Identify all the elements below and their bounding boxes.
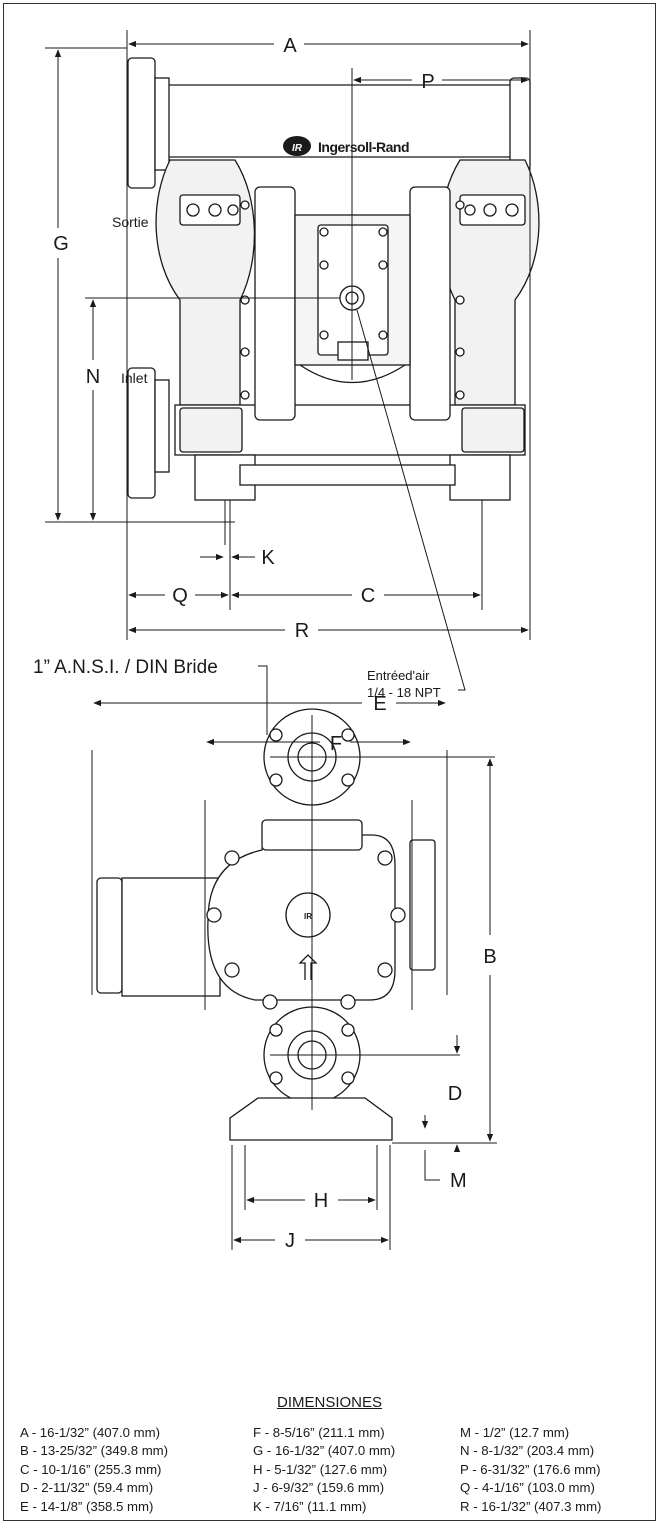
dim-label-a: A <box>283 35 297 57</box>
outlet-label: Sortie <box>112 214 149 230</box>
svg-text:IR: IR <box>304 912 312 921</box>
drawing-frame <box>3 3 656 1521</box>
annotation-notes: Sortie Inlet Entréed'air 1/4 - 18 NPT 1”… <box>33 214 441 700</box>
dim-label-n: N <box>86 366 100 388</box>
brand-logo: IR Ingersoll-Rand <box>283 136 410 156</box>
dimension-row: N - 8-1/32” (203.4 mm) <box>460 1443 595 1459</box>
dimension-row: P - 6-31/32” (176.6 mm) <box>460 1461 601 1477</box>
dimension-row: M - 1/2” (12.7 mm) <box>460 1425 570 1440</box>
air-inlet-label-line2: 1/4 - 18 NPT <box>367 685 441 700</box>
dimension-row: D - 2-11/32” (59.4 mm) <box>20 1480 154 1496</box>
air-inlet-label-line1: Entréed'air <box>367 668 430 683</box>
dim-label-g: G <box>53 233 69 255</box>
dimension-row: G - 16-1/32” (407.0 mm) <box>253 1443 396 1459</box>
dim-label-f: F <box>330 733 342 755</box>
dim-label-h: H <box>314 1190 328 1212</box>
dim-label-j: J <box>285 1230 295 1252</box>
dimensions-title: DIMENSIONES <box>276 1394 382 1411</box>
dimension-row: E - 14-1/8” (358.5 mm) <box>20 1498 154 1514</box>
dim-label-c: C <box>361 585 375 607</box>
dimension-row: Q - 4-1/16” (103.0 mm) <box>460 1480 595 1496</box>
inlet-label: Inlet <box>121 370 148 386</box>
pump-side-view: IR <box>96 708 436 1141</box>
dim-label-d: D <box>448 1083 462 1105</box>
dimensions-column-1: A - 16-1/32” (407.0 mm) B - 13-25/32” (3… <box>20 1424 168 1516</box>
dimensions-column-2: F - 8-5/16” (211.1 mm) G - 16-1/32” (407… <box>253 1424 395 1516</box>
dimension-row: R - 16-1/32” (407.3 mm) <box>460 1498 602 1514</box>
dim-label-m: M <box>450 1170 467 1192</box>
dimension-letters: A P G N K Q C R E F B D M H J <box>53 35 496 1252</box>
dim-label-r: R <box>295 620 309 642</box>
dimension-row: B - 13-25/32” (349.8 mm) <box>20 1443 169 1459</box>
flange-label: 1” A.N.S.I. / DIN Bride <box>33 657 218 678</box>
dimension-row: F - 8-5/16” (211.1 mm) <box>253 1425 385 1440</box>
dimension-row: J - 6-9/32” (159.6 mm) <box>253 1480 385 1496</box>
svg-text:IR: IR <box>292 143 303 154</box>
front-view-dimension-lines <box>45 30 531 691</box>
dim-label-q: Q <box>172 585 188 607</box>
dimensions-column-3: M - 1/2” (12.7 mm) N - 8-1/32” (203.4 mm… <box>460 1424 601 1516</box>
brand-logo-text: Ingersoll-Rand <box>318 139 409 155</box>
dimension-row: A - 16-1/32” (407.0 mm) <box>20 1425 160 1440</box>
dimension-row: H - 5-1/32” (127.6 mm) <box>253 1461 388 1477</box>
dimension-row: C - 10-1/16” (255.3 mm) <box>20 1461 162 1477</box>
dimension-row: K - 7/16” (11.1 mm) <box>253 1498 367 1514</box>
dim-label-b: B <box>483 946 496 968</box>
side-view-dimension-lines <box>91 665 497 1250</box>
pump-front-view: IR Ingersoll-Rand <box>127 57 540 501</box>
dim-label-k: K <box>261 547 275 569</box>
dim-label-p: P <box>421 71 434 93</box>
dim-label-e: E <box>373 693 386 715</box>
